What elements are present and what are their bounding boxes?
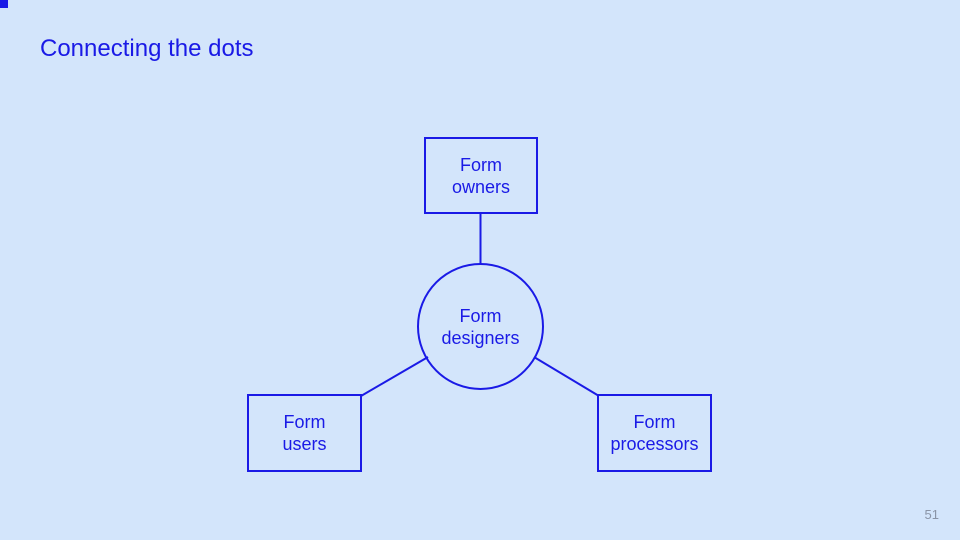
node-form-designers: Form designers	[417, 263, 544, 390]
node-form-processors-line2: processors	[610, 434, 699, 454]
corner-marker	[0, 0, 8, 8]
page-number: 51	[924, 507, 939, 522]
edge-designers-users	[360, 356, 429, 397]
node-form-designers-line1: Form	[459, 305, 502, 326]
node-form-users: Form users	[247, 394, 362, 472]
node-form-owners-line1: Form	[460, 154, 502, 175]
edge-designers-processors	[533, 356, 600, 397]
node-form-processors: Form processors	[597, 394, 712, 472]
node-form-owners: Form owners	[424, 137, 538, 214]
node-form-users-line2: users	[282, 434, 327, 454]
node-form-owners-line2: owners	[451, 176, 511, 197]
slide-title: Connecting the dots	[40, 35, 254, 62]
node-form-designers-line2: designers	[441, 327, 520, 348]
node-form-processors-line1: Form	[633, 412, 676, 432]
node-form-users-line1: Form	[283, 412, 326, 432]
